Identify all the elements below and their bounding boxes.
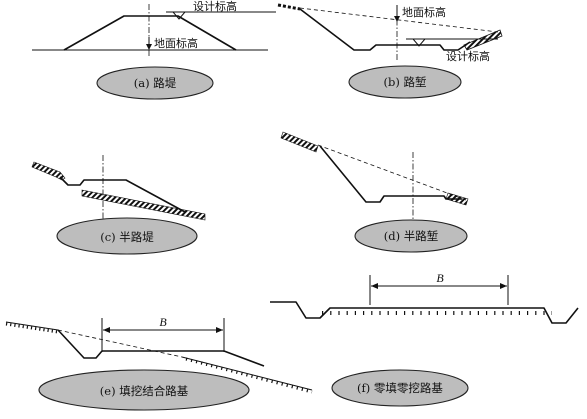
caption-e: (e) 填挖结合路基	[100, 384, 189, 398]
arrow-right-icon	[500, 283, 507, 289]
caption-d: (d) 半路堑	[384, 229, 439, 243]
cut-fill-outline	[57, 329, 265, 367]
ground-elevation-label: 地面标高	[154, 36, 198, 50]
down-arrow-icon	[394, 16, 400, 22]
caption-ellipse	[354, 219, 468, 253]
arrow-left-icon	[103, 327, 110, 333]
design-elevation-label: 设计标高	[446, 49, 490, 63]
width-symbol: B	[159, 315, 167, 329]
caption-a: (a) 路堤	[134, 76, 177, 90]
design-elevation-label: 设计标高	[193, 0, 237, 13]
caption-ellipse	[38, 369, 250, 411]
ground-elevation-label: 地面标高	[402, 5, 446, 19]
caption-f: (f) 零填零挖路基	[357, 381, 443, 395]
caption-b: (b) 路堑	[384, 75, 427, 89]
hatched-ground	[280, 131, 319, 153]
caption-ellipse	[56, 217, 198, 255]
original-ground-dashed	[299, 7, 499, 33]
original-ground-dashed	[317, 144, 467, 201]
panel-e-cut-fill: B (e) 填挖结合路基	[5, 315, 313, 411]
arrow-left-icon	[371, 283, 378, 289]
hatched-ground	[463, 29, 503, 51]
zero-fill-outline	[270, 301, 579, 324]
original-ground-dashed	[57, 329, 183, 358]
half-embankment-outline	[59, 176, 186, 213]
caption-ellipse	[348, 65, 462, 99]
ground-hatch	[185, 357, 313, 394]
caption-ellipse	[96, 66, 214, 100]
embankment-outline	[63, 15, 237, 51]
width-symbol: B	[436, 271, 444, 285]
hatched-edge	[445, 192, 469, 206]
panel-a-embankment: 设计标高 地面标高 (a) 路堤	[32, 0, 276, 100]
panel-b-cutting: 地面标高 设计标高 (b) 路堑	[277, 3, 503, 99]
caption-c: (c) 半路堤	[100, 230, 154, 244]
panel-c-half-embankment: (c) 半路堤	[31, 155, 206, 255]
half-cutting-outline	[319, 145, 462, 203]
hatched-slope	[81, 189, 206, 221]
panel-d-half-cutting: (d) 半路堑	[280, 131, 469, 253]
cutting-outline	[299, 8, 471, 51]
ground-hatch	[5, 322, 59, 334]
down-arrow-icon	[146, 44, 152, 50]
panel-f-zero-fill: B (f) 零填零挖路基	[270, 271, 579, 407]
caption-ellipse	[331, 369, 469, 407]
arrow-right-icon	[216, 327, 223, 333]
